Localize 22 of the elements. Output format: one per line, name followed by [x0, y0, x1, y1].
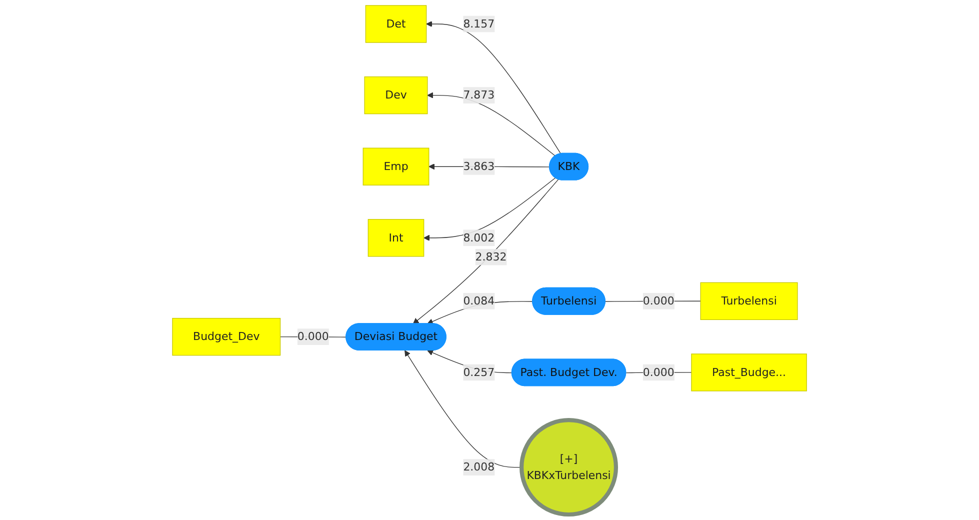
arrow [424, 178, 556, 241]
edge-label: 0.000 [642, 294, 674, 308]
edge-label: 2.008 [463, 460, 495, 474]
edge-label: 8.157 [463, 17, 495, 30]
node-box: Budget_Dev [172, 318, 281, 356]
arrow [427, 92, 556, 156]
edge-label: 3.863 [463, 160, 495, 173]
node-circle: [+] KBKxTurbelensi [519, 418, 618, 517]
node-box: Dev [364, 76, 428, 114]
edge-label: 0.000 [297, 330, 329, 343]
edge-label: 0.084 [463, 294, 495, 308]
node-box: Emp [362, 148, 430, 186]
edge-label: 7.873 [463, 88, 495, 102]
arrow [426, 20, 562, 154]
node-box: Past_Budge... [691, 354, 807, 392]
edge-label: 2.832 [475, 250, 507, 264]
edge-label: 0.257 [463, 366, 495, 379]
node-box: Turbelensi [700, 282, 798, 320]
edge-label: 0.000 [642, 366, 674, 379]
node-box: Det [365, 5, 427, 43]
node-box: Int [368, 219, 424, 257]
edge-label: 8.002 [463, 231, 495, 244]
